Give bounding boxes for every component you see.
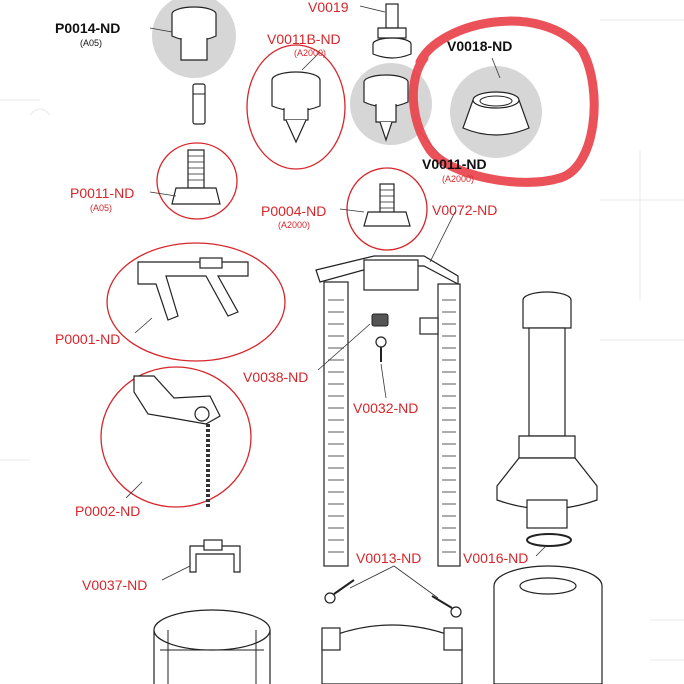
label-p0014-nd: P0014-ND bbox=[55, 20, 120, 36]
sublabel-v0011-nd: (A2000) bbox=[442, 174, 474, 184]
part-v0019 bbox=[359, 3, 412, 59]
label-v0013-nd: V0013-ND bbox=[356, 550, 421, 566]
label-v0011b-nd: V0011B-ND bbox=[267, 31, 341, 47]
label-p0001-nd: P0001-ND bbox=[55, 331, 120, 347]
part-bottom-cup bbox=[493, 565, 603, 684]
part-p0004-nd bbox=[339, 167, 428, 251]
part-pin-small bbox=[192, 83, 206, 125]
background-watermark bbox=[0, 19, 684, 661]
label-v0019: V0019 bbox=[308, 0, 349, 15]
part-v0011b-nd bbox=[246, 44, 346, 170]
label-v0038-nd: V0038-ND bbox=[243, 369, 308, 385]
sublabel-p0004-nd: (A2000) bbox=[278, 220, 310, 230]
part-bottom-clamp bbox=[321, 624, 463, 684]
label-p0004-nd: P0004-ND bbox=[261, 203, 326, 219]
part-p0011-nd bbox=[149, 142, 238, 220]
label-p0011-nd: P0011-ND bbox=[70, 185, 134, 201]
part-v0011-nd bbox=[350, 63, 441, 156]
part-p0001-nd bbox=[106, 242, 286, 362]
label-v0018-nd: V0018-ND bbox=[447, 38, 512, 54]
highlight-marker-circle bbox=[408, 16, 599, 187]
part-v0018-nd bbox=[450, 57, 542, 158]
part-v0032-nd bbox=[375, 336, 387, 399]
part-p0002-nd bbox=[100, 366, 252, 508]
sublabel-p0014-nd: (A05) bbox=[80, 38, 102, 48]
part-v0038-nd bbox=[317, 313, 389, 371]
label-p0002-nd: P0002-ND bbox=[75, 503, 140, 519]
part-v0072-nd bbox=[315, 211, 461, 567]
part-v0013-nd bbox=[324, 565, 462, 618]
label-v0037-nd: V0037-ND bbox=[82, 577, 147, 593]
label-v0011-nd: V0011-ND bbox=[422, 156, 487, 172]
sublabel-v0011b-nd: (A2000) bbox=[294, 48, 326, 58]
sublabel-p0011-nd: (A05) bbox=[90, 203, 112, 213]
label-v0072-nd: V0072-ND bbox=[432, 202, 497, 218]
part-v0037-nd bbox=[161, 539, 241, 581]
label-v0032-nd: V0032-ND bbox=[353, 400, 418, 416]
part-p0014-nd bbox=[149, 0, 236, 78]
part-v0016-nd bbox=[526, 533, 572, 557]
label-v0016-nd: V0016-ND bbox=[463, 550, 528, 566]
part-bottom-base-left bbox=[153, 609, 271, 684]
part-overflow-tube bbox=[496, 291, 598, 529]
